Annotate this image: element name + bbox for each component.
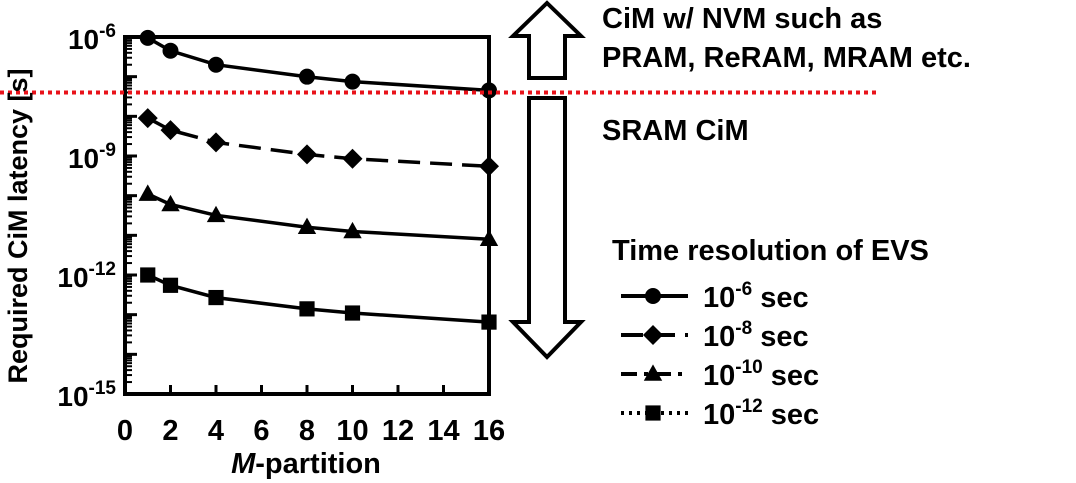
y-tick-label: 10-9	[68, 140, 116, 174]
data-point	[138, 184, 157, 201]
legend-item: 10-8 sec	[621, 318, 809, 353]
y-tick-label: 10-6	[68, 21, 116, 55]
data-point	[140, 267, 156, 283]
series-1	[139, 29, 497, 99]
plot-area	[123, 35, 491, 396]
data-point	[161, 194, 180, 212]
legend-label: 10-8 sec	[703, 318, 809, 353]
data-point	[206, 132, 226, 153]
down-arrow-icon	[508, 96, 586, 360]
x-tick-label: 14	[427, 415, 459, 447]
legend-label: 10-12 sec	[703, 396, 819, 431]
data-point	[139, 29, 156, 46]
legend-title: Time resolution of EVS	[612, 235, 929, 267]
series-line	[147, 192, 490, 241]
x-tick-label: 12	[382, 415, 414, 447]
data-point	[299, 301, 315, 317]
x-tick-label: 2	[162, 415, 178, 447]
data-point	[342, 148, 363, 169]
x-tick-label: 8	[299, 415, 315, 447]
data-point	[481, 314, 497, 330]
x-tick-label: 0	[117, 415, 133, 447]
x-axis-label: M-partition	[231, 448, 381, 480]
y-axis-label: Required CiM latency [s]	[3, 68, 33, 383]
nvm-annotation-line2: PRAM, ReRAM, MRAM etc.	[602, 42, 971, 74]
legend-item: 10-10 sec	[621, 357, 819, 392]
series-line	[146, 116, 490, 169]
series-2	[137, 108, 499, 177]
x-tick-label: 10	[336, 415, 368, 447]
x-tick-label: 4	[208, 415, 224, 447]
x-tick-label: 16	[473, 415, 505, 447]
legend-marker	[643, 325, 663, 345]
data-point	[344, 305, 361, 321]
data-point	[208, 289, 224, 306]
data-point	[162, 42, 179, 59]
legend-item: 10-6 sec	[621, 279, 809, 314]
series-line	[146, 36, 490, 93]
data-point	[481, 82, 497, 99]
series-3	[138, 184, 499, 246]
x-axis-label-italic: M	[231, 448, 256, 480]
data-point	[343, 221, 362, 239]
data-point	[344, 73, 361, 90]
data-point	[297, 217, 317, 235]
legend-label: 10-10 sec	[703, 357, 819, 392]
nvm-annotation-line1: CiM w/ NVM such as	[602, 3, 882, 35]
legend-marker	[645, 405, 661, 421]
data-point	[208, 56, 224, 73]
legend-item: 10-12 sec	[621, 396, 819, 431]
y-tick-label: 10-12	[57, 259, 116, 293]
y-tick-label: 10-15	[57, 378, 116, 412]
series-4	[140, 267, 497, 330]
data-point	[297, 144, 317, 165]
legend-marker	[645, 288, 661, 304]
data-point	[479, 229, 499, 246]
sram-annotation: SRAM CiM	[602, 115, 749, 147]
up-arrow-icon	[508, 0, 586, 80]
data-point	[479, 156, 499, 177]
y-tick-labels: 10-6 10-9 10-12 10-15	[57, 21, 116, 412]
legend-label: 10-6 sec	[703, 279, 809, 314]
x-axis-label-rest: -partition	[255, 448, 381, 480]
data-point	[299, 68, 315, 85]
series-line	[147, 273, 490, 324]
data-point	[206, 205, 226, 223]
data-point	[137, 108, 158, 129]
data-point	[162, 277, 179, 293]
legend: 10-6 sec 10-8 sec 10-10 sec 10-12 sec	[621, 279, 819, 431]
data-point	[160, 120, 181, 141]
legend-marker	[643, 364, 663, 381]
series-group	[137, 29, 499, 330]
x-tick-label: 6	[253, 415, 269, 447]
